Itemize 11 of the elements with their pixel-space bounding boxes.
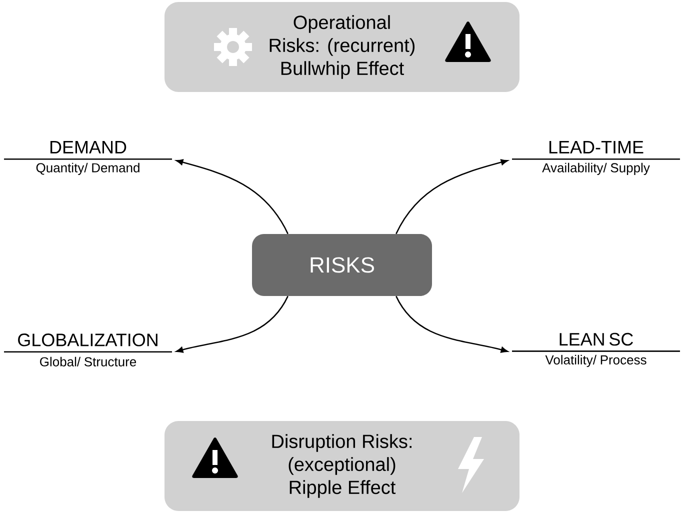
center-box: RISKS (252, 234, 432, 296)
arrow (396, 296, 508, 353)
arrow (176, 159, 288, 234)
risk-banner: Operational Risks: (recurrent) Bullwhip Effect (164, 2, 520, 92)
category-label: GLOBALIZATION Global/ Structure (4, 334, 172, 366)
arrow (396, 159, 508, 234)
category-label: DEMAND Quantity/ Demand (4, 141, 172, 175)
category-label: LEAN SC Volatility/ Process (512, 332, 680, 368)
category-label: LEAD-TIME Availability/ Supply (512, 141, 680, 175)
arrow (176, 296, 288, 353)
risk-banner: Disruption Risks: (exceptional) Ripple Effect (164, 420, 520, 511)
